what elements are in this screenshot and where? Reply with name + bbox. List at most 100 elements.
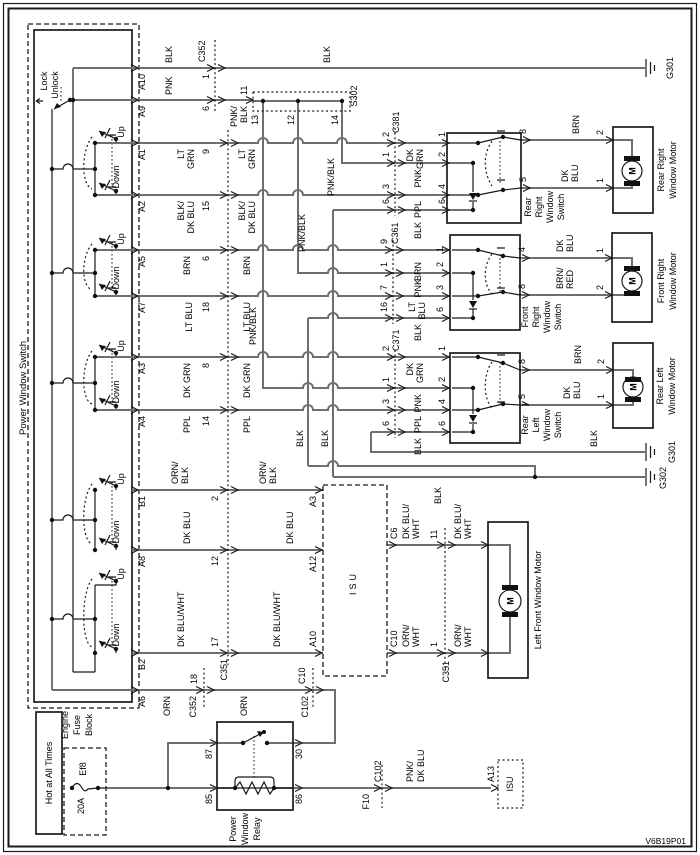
component-label: Window bbox=[240, 812, 250, 845]
pin-label: 9 bbox=[379, 239, 389, 244]
wire-color-label: BLK bbox=[239, 106, 249, 123]
wire-color-label: BLK bbox=[164, 46, 174, 63]
terminal-label: A6 bbox=[137, 696, 147, 707]
up-label: Up bbox=[116, 233, 126, 245]
isu-box bbox=[322, 484, 388, 677]
pin-label: 6 bbox=[435, 307, 445, 312]
wire-color-label: BLK bbox=[295, 430, 305, 447]
pin-label: 6 bbox=[437, 421, 447, 426]
wire-a2 bbox=[95, 189, 450, 196]
pin-label: 13 bbox=[250, 115, 260, 125]
pin-label: 1 bbox=[596, 394, 606, 399]
pin-label: 1 bbox=[595, 178, 605, 183]
pin-label: 3 bbox=[435, 285, 445, 290]
connector-label: C381 bbox=[391, 111, 401, 133]
wire-a7 bbox=[95, 290, 450, 297]
wire-color-label: PNK bbox=[413, 279, 423, 298]
wire-color-label: ORN/ bbox=[401, 624, 411, 647]
wire-color-label: PNK/BLK bbox=[248, 307, 258, 345]
wire-color-label: LT BLU bbox=[242, 302, 252, 332]
grounds: G301 G301 G302 bbox=[645, 57, 677, 489]
pin-label: C6 bbox=[389, 527, 399, 539]
pin-label: 14 bbox=[330, 115, 340, 125]
junction-dots bbox=[49, 97, 538, 791]
pin-label: 3 bbox=[381, 399, 391, 404]
connector-label: C361 bbox=[390, 222, 400, 244]
wire-color-label: PPL bbox=[413, 201, 423, 218]
wire-color-label: LT bbox=[237, 149, 247, 159]
terminal-label: B2 bbox=[137, 659, 147, 670]
component-label: Engine bbox=[60, 711, 70, 739]
wire-color-label: DK BLU bbox=[182, 511, 192, 544]
pin-label: 2 bbox=[381, 132, 391, 137]
unlock-label: Unlock bbox=[50, 71, 60, 99]
wire-color-label: BLK/ bbox=[176, 201, 186, 221]
pin-label: 2 bbox=[595, 130, 605, 135]
pin-label: 12 bbox=[210, 556, 220, 566]
terminal-label: A7 bbox=[137, 302, 147, 313]
wire-color-label: DK GRN bbox=[182, 363, 192, 398]
ground-label: G301 bbox=[665, 57, 675, 79]
wire-color-label: DK BLU bbox=[247, 201, 257, 234]
wire-color-label: RED bbox=[565, 269, 575, 289]
pin-label: 2 bbox=[595, 285, 605, 290]
wire-color-label: DK BLU bbox=[285, 511, 295, 544]
wire-color-label: WHT bbox=[411, 518, 421, 539]
component-label: Window bbox=[542, 300, 552, 333]
engine-fuse-block: Hot at All Times Engine Fuse Block Ef8 2… bbox=[35, 711, 107, 836]
pin-label: 2 bbox=[596, 359, 606, 364]
wire-color-label: ORN bbox=[239, 696, 249, 716]
wire-color-label: PNK bbox=[164, 76, 174, 95]
component-label: Power bbox=[228, 816, 238, 842]
wire-color-label: BLK bbox=[268, 467, 278, 484]
fuse-block-box bbox=[63, 747, 107, 836]
pin-label: 1 bbox=[595, 248, 605, 253]
wire-color-label: ORN bbox=[162, 696, 172, 716]
wire-color-label: GRN bbox=[247, 149, 257, 169]
wire-color-label: PNK/ bbox=[405, 760, 415, 782]
pin-label: F10 bbox=[361, 794, 371, 810]
pin-label: C10 bbox=[389, 630, 399, 647]
wire-a6-orn bbox=[52, 689, 336, 744]
pin-label: 12 bbox=[286, 115, 296, 125]
component-label: Window bbox=[545, 190, 555, 223]
pin-label: 2 bbox=[437, 152, 447, 157]
component-label: Switch bbox=[556, 194, 566, 221]
component-label: Window Motor bbox=[668, 141, 678, 199]
connector-label: S302 bbox=[349, 85, 359, 106]
component-label: ISU bbox=[505, 776, 515, 791]
wire-color-label: GRN bbox=[415, 149, 425, 169]
wire-color-label: PNK/ bbox=[229, 106, 239, 128]
component-label: Relay bbox=[252, 817, 262, 841]
pin-label: 17 bbox=[210, 637, 220, 647]
wire-color-label: DK BLU/WHT bbox=[272, 591, 282, 647]
component-label: Rear Left bbox=[655, 367, 665, 405]
pin-label: 6 bbox=[381, 421, 391, 426]
rear-right-window-switch: 8 5 Rear Right Window Switch bbox=[446, 129, 566, 224]
pin-label: 6 bbox=[437, 199, 447, 204]
pin-label: 85 bbox=[204, 794, 214, 804]
component-label: Window Motor bbox=[667, 357, 677, 415]
wire-c6 bbox=[387, 544, 511, 585]
isu-module: ISU A3 A12 A10 C6 C10 bbox=[308, 484, 399, 677]
rear-left-window-motor: M 2 1 BRN DK BLU Rear Left Window Motor bbox=[562, 342, 677, 429]
pin-label: 4 bbox=[437, 399, 447, 404]
rear-right-window-motor: M 2 1 BRN DK BLU Rear Right Window Motor bbox=[560, 115, 678, 214]
terminal-label: A5 bbox=[137, 256, 147, 267]
wire-color-label: DK bbox=[405, 149, 415, 162]
wire-color-label: PPL bbox=[182, 416, 192, 433]
component-label: Right bbox=[534, 196, 544, 218]
pin-label: A12 bbox=[308, 556, 318, 572]
terminal-label: A4 bbox=[137, 416, 147, 427]
wire-color-label: BRN bbox=[413, 262, 423, 281]
pin-label: 4 bbox=[517, 247, 527, 252]
down-label: Down bbox=[111, 165, 121, 188]
wire-color-label: BLK bbox=[413, 438, 423, 455]
wire-color-label: BLK/ bbox=[237, 201, 247, 221]
connector-label: C102 bbox=[300, 696, 310, 718]
wire-color-label: BLK bbox=[180, 467, 190, 484]
wire-color-label: DK bbox=[560, 169, 570, 182]
motor-icon: M bbox=[628, 277, 638, 285]
pin-label: 1 bbox=[381, 152, 391, 157]
pin-label: 1 bbox=[437, 132, 447, 137]
